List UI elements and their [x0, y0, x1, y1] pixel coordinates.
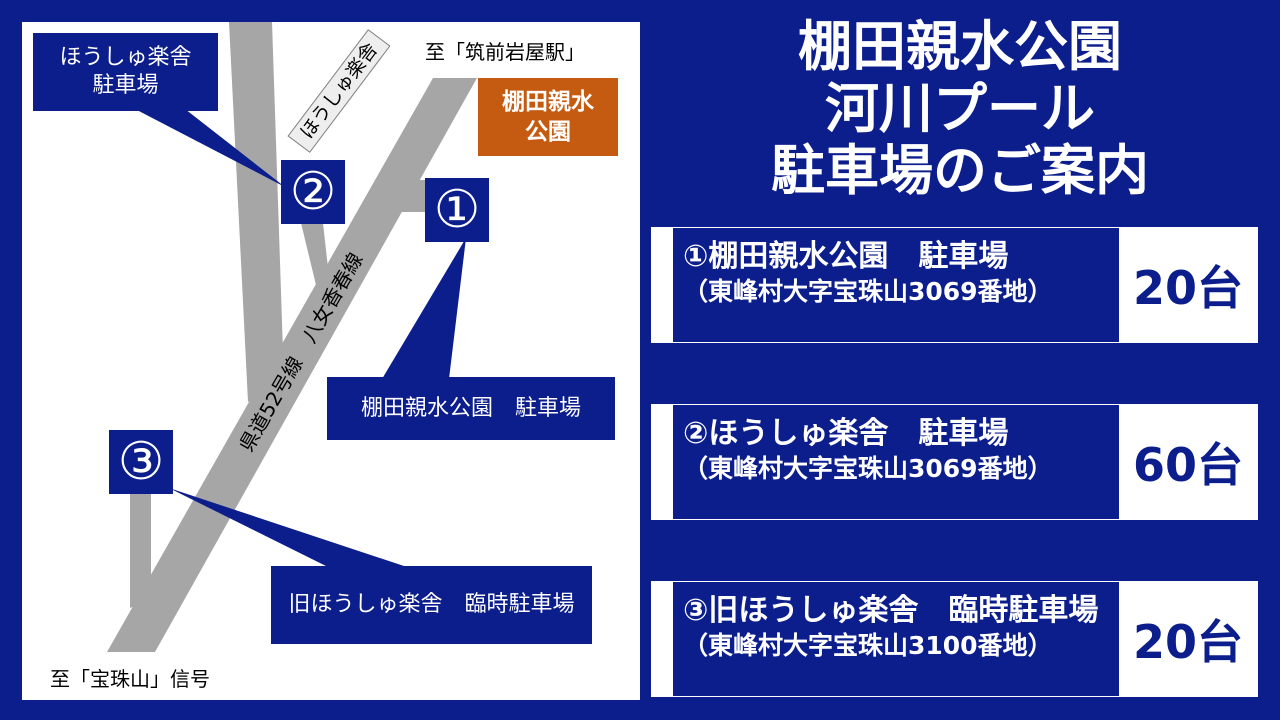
- park-label-line: 棚田親水: [502, 89, 594, 115]
- parking-1-callout: 棚田親水公園 駐車場: [327, 377, 615, 440]
- parking-capacity: 20台: [1119, 582, 1257, 696]
- title-line: 駐車場のご案内: [771, 139, 1149, 202]
- marker-number: ①: [433, 180, 481, 240]
- parking-row-1: ①棚田親水公園 駐車場 （東峰村大字宝珠山3069番地） 20台: [651, 227, 1258, 343]
- access-road-parking-1: [400, 180, 428, 212]
- marker-number: ②: [289, 162, 337, 222]
- parking-name: ①棚田親水公園 駐車場: [683, 239, 1009, 274]
- destination-north-label: 至「筑前岩屋駅」: [425, 40, 585, 64]
- capacity-value: 20台: [1132, 615, 1243, 669]
- title-line: 河川プール: [825, 77, 1095, 140]
- parking-row-3: ③旧ほうしゅ楽舎 臨時駐車場 （東峰村大字宝珠山3100番地） 20台: [651, 581, 1258, 697]
- title-line: 棚田親水公園: [798, 15, 1122, 78]
- access-road-parking-2: [301, 223, 328, 285]
- parking-name: ③旧ほうしゅ楽舎 臨時駐車場: [683, 593, 1099, 628]
- parking-map: 至「筑前岩屋駅」 至「宝珠山」信号 ほうしゅ楽舎 県道52号線 八女香春線 棚田…: [22, 22, 640, 700]
- callout-text: 駐車場: [92, 73, 159, 98]
- main-road: [107, 78, 477, 652]
- parking-3-callout: 旧ほうしゅ楽舎 臨時駐車場: [271, 566, 592, 644]
- row-accent-bar: [652, 582, 673, 696]
- page-title: 棚田親水公園 河川プール 駐車場のご案内: [640, 16, 1280, 202]
- parking-name: ②ほうしゅ楽舎 駐車場: [683, 416, 1009, 451]
- park-label-line: 公園: [525, 119, 571, 145]
- callout-text: 旧ほうしゅ楽舎 臨時駐車場: [288, 592, 575, 617]
- access-road-parking-3: [130, 492, 151, 608]
- marker-number: ③: [117, 432, 165, 492]
- callout-text: 棚田親水公園 駐車場: [360, 395, 581, 421]
- parking-marker-1: ①: [425, 178, 489, 242]
- road-network: [107, 22, 477, 652]
- parking-marker-2: ②: [281, 160, 345, 224]
- destination-south-label: 至「宝珠山」信号: [50, 667, 210, 691]
- capacity-value: 20台: [1132, 261, 1243, 315]
- row-accent-bar: [652, 228, 673, 342]
- parking-address: （東峰村大字宝珠山3100番地）: [683, 631, 1053, 660]
- parking-address: （東峰村大字宝珠山3069番地）: [683, 454, 1053, 483]
- callout-text: ほうしゅ楽舎: [59, 45, 192, 70]
- callout-pointer-2: [135, 109, 285, 187]
- capacity-value: 60台: [1132, 438, 1243, 492]
- parking-row-2: ②ほうしゅ楽舎 駐車場 （東峰村大字宝珠山3069番地） 60台: [651, 404, 1258, 520]
- parking-capacity: 60台: [1119, 405, 1257, 519]
- park-label-box: 棚田親水 公園: [478, 78, 618, 156]
- callout-pointer-3: [169, 488, 410, 568]
- parking-capacity: 20台: [1119, 228, 1257, 342]
- callout-pointer-1: [382, 238, 466, 379]
- parking-marker-3: ③: [109, 430, 173, 494]
- parking-address: （東峰村大字宝珠山3069番地）: [683, 277, 1053, 306]
- row-accent-bar: [652, 405, 673, 519]
- parking-2-callout: ほうしゅ楽舎 駐車場: [33, 33, 218, 111]
- side-road-north: [229, 22, 284, 402]
